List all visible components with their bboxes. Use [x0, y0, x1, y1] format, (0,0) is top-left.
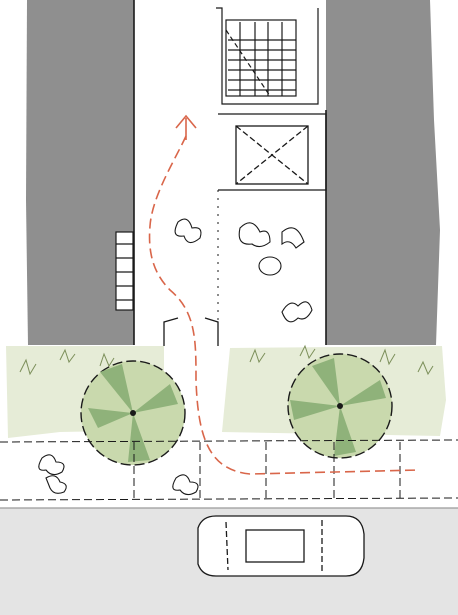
bench — [115, 231, 134, 311]
pedestrian-figures — [38, 218, 313, 496]
car — [197, 515, 365, 577]
planting-grass — [19, 344, 434, 376]
courtyard-void — [221, 0, 326, 110]
tree-left — [80, 360, 186, 466]
tree-right — [287, 353, 393, 459]
staircase — [216, 7, 319, 105]
entrance-gate — [163, 317, 219, 346]
building-left — [26, 0, 134, 345]
walking-route — [148, 114, 421, 475]
elevator-shaft — [218, 113, 327, 191]
